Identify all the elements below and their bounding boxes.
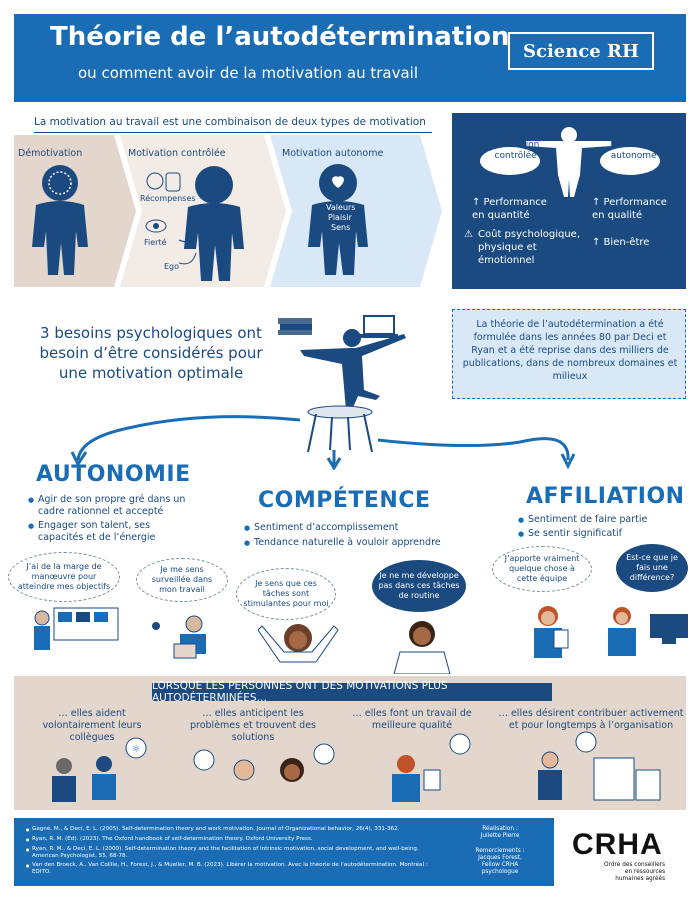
- reference-2: Ryan, R. M. (Ed). (2023). The Oxford han…: [26, 836, 442, 844]
- header-banner: [14, 14, 686, 102]
- motivation-spectrum: [14, 135, 442, 287]
- intro-text: La motivation au travail est une combina…: [34, 116, 426, 128]
- balancing-person-on-stool: [70, 315, 576, 470]
- label-rewards: Récompenses: [140, 194, 196, 203]
- balance-figure-icon: [480, 127, 660, 197]
- realisation-label: Réalisation :: [482, 826, 518, 832]
- result-long-term-contribution: … elles désirent contribuer activement e…: [498, 708, 684, 731]
- competence-illustration: [257, 621, 451, 674]
- crha-subtitle-line1: Ordre des conseillers: [604, 862, 666, 868]
- label-pleasure: Plaisir: [328, 213, 352, 222]
- label-demotivation: Démotivation: [18, 148, 83, 159]
- thanks-profession: psychologue: [481, 869, 519, 875]
- left-cloud-line2: contrôlée: [494, 151, 537, 161]
- competence-bullet-1: Sentiment d’accomplissement: [244, 522, 398, 534]
- label-controlled-motivation: Motivation contrôlée: [128, 148, 226, 159]
- label-autonomous-motivation: Motivation autonome: [282, 148, 384, 159]
- left-item-2: en quantité: [472, 210, 530, 221]
- label-pride: Fierté: [144, 238, 167, 247]
- affiliation-bullet-2: Se sentir significatif: [518, 528, 622, 540]
- label-values: Valeurs: [326, 203, 356, 212]
- left-item-4: physique et: [478, 242, 537, 253]
- left-item-1: ↑ Performance: [472, 197, 547, 208]
- autonomy-bullet-1: Agir de son propre gré dans un cadre rat…: [28, 494, 198, 518]
- label-ego: Ego: [164, 262, 180, 271]
- info-box: [452, 309, 686, 399]
- warning-icon: ⚠: [464, 229, 473, 240]
- competence-bubble-positive: Je sens que ces tâches sont stimulantes …: [236, 568, 336, 620]
- crha-subtitle-line2: en ressources: [624, 869, 666, 875]
- thanks-name: Jacques Forest,: [478, 855, 522, 861]
- needs-title-line3: une motivation optimale: [58, 364, 244, 382]
- right-item-2: en qualité: [592, 210, 643, 221]
- result-anticipating-problems: … elles anticipent les problèmes et trou…: [189, 708, 317, 743]
- svg-text:☼: ☼: [132, 744, 141, 755]
- needs-title-line2: besoin d’être considérés pour: [39, 344, 263, 362]
- science-rh-badge: Science RH: [508, 32, 654, 70]
- crha-subtitle-line3: humaines agréés: [615, 876, 666, 882]
- label-meaning: Sens: [331, 223, 351, 232]
- competence-bullet-2: Tendance naturelle à vouloir apprendre: [244, 537, 441, 549]
- left-item-5: émotionnel: [478, 255, 535, 266]
- competence-heading: COMPÉTENCE: [258, 488, 431, 513]
- affiliation-bubble-negative: Est-ce que je fais une différence?: [616, 544, 688, 592]
- autonomy-bullet-2: Engager son talent, ses capacités et de …: [28, 520, 198, 544]
- reference-4: Van den Broeck, A., Van Colilie, H., For…: [26, 862, 442, 877]
- page-subtitle: ou comment avoir de la motivation au tra…: [78, 64, 418, 82]
- reference-1: Gagné, M., & Deci, E. L. (2005). Self-de…: [26, 826, 442, 834]
- intro-divider: [34, 132, 432, 133]
- thanks-title: Fellow CRHA: [481, 862, 519, 868]
- reference-3: Ryan, R. M., & Deci, E. L. (2000). Self-…: [26, 846, 442, 861]
- right-cloud-line1: Motivation: [610, 140, 658, 150]
- affiliation-heading: AFFILIATION: [526, 484, 685, 509]
- result-better-quality: … elles font un travail de meilleure qua…: [352, 708, 472, 731]
- autonomy-heading: AUTONOMIE: [36, 462, 191, 487]
- affiliation-bullet-1: Sentiment de faire partie: [518, 514, 647, 526]
- autonomy-bubble-positive: J’ai de la marge de manœuvre pour attein…: [8, 552, 120, 602]
- right-item-3: ↑ Bien-être: [592, 237, 650, 248]
- autonomy-bubble-negative: Je me sens surveillée dans mon travail: [136, 558, 228, 602]
- results-illustrations: ☼: [52, 731, 661, 802]
- affiliation-bubble-positive: J’apporte vraiment quelque chose à cette…: [492, 546, 592, 592]
- right-item-1: ↑ Performance: [592, 197, 667, 208]
- realisation-name: Juliette Pierre: [480, 833, 520, 839]
- needs-title-line1: 3 besoins psychologiques ont: [40, 324, 262, 342]
- autonomy-illustration: [34, 607, 206, 659]
- competence-bubble-negative: Je ne me développe pas dans ces tâches d…: [372, 560, 466, 612]
- left-item-3: Coût psychologique,: [478, 229, 581, 240]
- info-text: La théorie de l’autodétermination a été …: [462, 319, 678, 382]
- right-cloud-line2: autonome: [610, 151, 657, 161]
- result-helping-colleagues: … elles aident volontairement leurs coll…: [42, 708, 142, 743]
- crha-logo: CRHA: [572, 828, 663, 861]
- results-banner: LORSQUE LES PERSONNES ONT DES MOTIVATION…: [152, 680, 552, 704]
- affiliation-illustration: [534, 606, 688, 658]
- left-cloud-line1: Motivation: [492, 140, 540, 150]
- page-title: Théorie de l’autodétermination: [50, 22, 510, 52]
- thanks-label: Remerciements :: [475, 848, 525, 854]
